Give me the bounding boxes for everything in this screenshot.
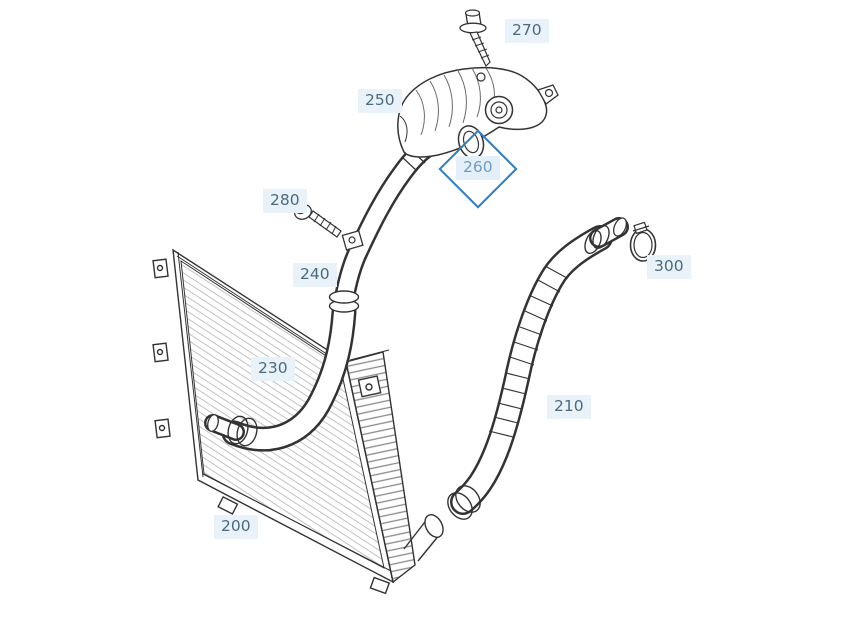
intercooler-200-art — [152, 248, 444, 595]
part-callout-300[interactable]: 300 — [647, 255, 691, 279]
hose-210-art — [447, 217, 629, 520]
duct-250-art — [397, 66, 559, 158]
hose-230-art — [204, 299, 357, 452]
clamp-300-art — [629, 221, 657, 262]
part-callout-230[interactable]: 230 — [251, 357, 295, 381]
seal-260-art — [457, 125, 485, 159]
part-callout-200[interactable]: 200 — [214, 515, 258, 539]
part-callout-270[interactable]: 270 — [505, 19, 549, 43]
part-callout-280[interactable]: 280 — [263, 189, 307, 213]
part-callout-260-selected[interactable]: 260 — [456, 156, 500, 180]
part-callout-240[interactable]: 240 — [293, 263, 337, 287]
pipe-240-art — [328, 135, 440, 313]
bolt-270-art — [459, 9, 491, 68]
part-callout-250[interactable]: 250 — [358, 89, 402, 113]
part-callout-210[interactable]: 210 — [547, 395, 591, 419]
